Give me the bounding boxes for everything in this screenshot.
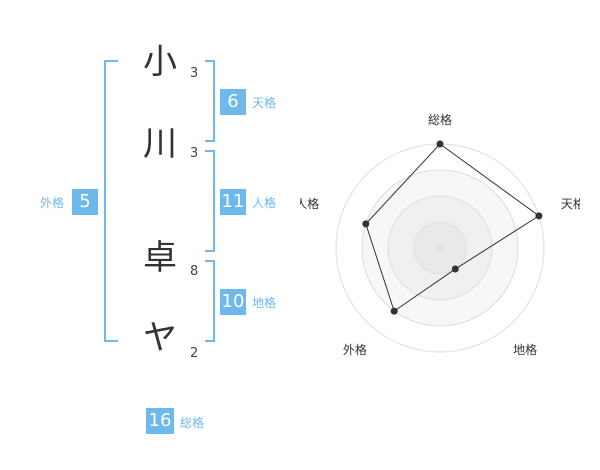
radar-point-4 — [390, 307, 398, 315]
stroke-count-1: 3 — [190, 66, 199, 81]
name-char-3: 卓 — [143, 238, 177, 278]
radar-center — [437, 245, 443, 251]
stroke-count-4: 2 — [190, 346, 199, 361]
chikaku-value: 10 — [220, 289, 246, 315]
jinkaku-bracket — [205, 150, 215, 252]
radar-axis-label-1: 総格 — [428, 112, 452, 127]
radar-point-1 — [436, 140, 444, 148]
tenkaku-label: 天格 — [252, 96, 277, 110]
jinkaku-value: 11 — [220, 189, 246, 215]
name-char-1: 小 — [143, 42, 177, 82]
radar-axis-label-3: 地格 — [513, 342, 537, 357]
radar-point-2 — [535, 212, 543, 220]
tenkaku-bracket — [205, 60, 215, 142]
soukaku-value: 16 — [146, 408, 174, 434]
gaikaku-bracket — [104, 60, 118, 342]
gaikaku-value: 5 — [72, 189, 98, 215]
stroke-count-3: 8 — [190, 264, 199, 279]
radar-series-polygon — [365, 143, 540, 312]
name-char-2: 川 — [143, 124, 177, 164]
tenkaku-value: 6 — [220, 89, 246, 115]
name-char-4: ヤ — [143, 318, 177, 358]
radar-point-3 — [451, 265, 459, 273]
radar-axis-label-2: 天格 — [561, 196, 580, 211]
radar-axis-label-5: 人格 — [300, 196, 319, 211]
jinkaku-label: 人格 — [252, 196, 277, 210]
radar-point-5 — [362, 220, 370, 228]
radar-axis-label-4: 外格 — [343, 342, 367, 357]
chikaku-bracket — [205, 260, 215, 342]
gaikaku-label: 外格 — [40, 196, 65, 210]
soukaku-label: 総格 — [180, 416, 205, 430]
stroke-count-2: 3 — [190, 146, 199, 161]
chikaku-label: 地格 — [252, 296, 277, 310]
